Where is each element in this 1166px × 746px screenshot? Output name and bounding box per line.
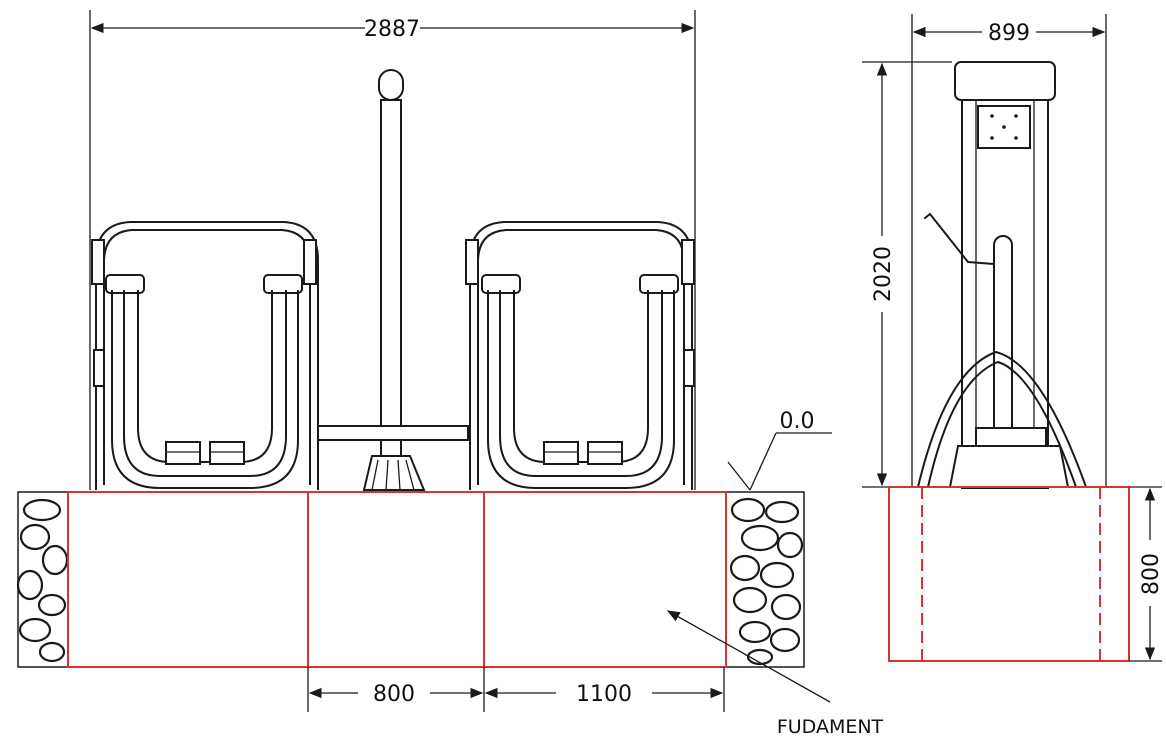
- left-trainer: [91, 221, 319, 490]
- foundation-side: [888, 486, 1130, 662]
- front-view: 2887: [16, 10, 884, 738]
- height-dimension: 2020: [862, 61, 952, 488]
- soil-left: [16, 491, 69, 668]
- segment-dimensions: 800 1100: [307, 667, 725, 712]
- side-pendulum: [917, 235, 1087, 488]
- foundation-depth-label: 800: [1139, 553, 1164, 595]
- right-trainer: [465, 221, 695, 490]
- foundation-front: [67, 491, 727, 668]
- overall-width-dimension: 2887: [89, 10, 696, 490]
- foundation-label: FUDAMENT: [777, 716, 884, 738]
- foundation-depth-dimension: 800: [1129, 486, 1164, 662]
- foundation-leader: FUDAMENT: [666, 610, 884, 738]
- ground-level-label: 0.0: [780, 409, 815, 434]
- overall-width-label: 2887: [364, 17, 420, 42]
- depth-dimension: 899: [911, 14, 1107, 488]
- segment-1-label: 800: [373, 682, 415, 707]
- ground-level-marker: 0.0: [727, 409, 832, 491]
- soil-right: [725, 491, 805, 668]
- side-view: 899 2020: [862, 14, 1164, 662]
- central-post: [362, 69, 426, 491]
- height-label: 2020: [871, 246, 896, 302]
- depth-label: 899: [988, 21, 1030, 46]
- segment-2-label: 1100: [576, 682, 632, 707]
- side-handle: [924, 212, 995, 265]
- connecting-bar: [317, 425, 469, 441]
